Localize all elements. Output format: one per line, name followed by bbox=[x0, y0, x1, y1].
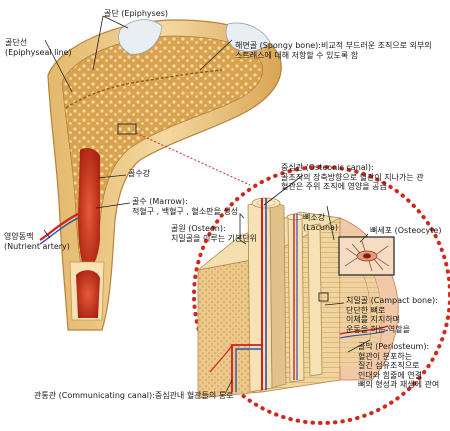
osteocyte-text: 뼈세포 (Osteocyte) bbox=[370, 226, 442, 235]
periosteum-desc-4: 뼈의 형성과 재생에 관여 bbox=[358, 380, 440, 389]
long-bone bbox=[39, 19, 282, 331]
communicating-canal-text: 관통관 (Communicating canal):중심관내 혈관들의 통로 bbox=[34, 391, 234, 400]
lacuna-latin: (Lacuna) bbox=[303, 222, 339, 232]
compact-bone-desc-3: 운동을 하는 역할을 bbox=[346, 324, 410, 334]
compact-bone-desc-2: 이체를 지지하며 bbox=[346, 315, 401, 324]
osteocyte-inset bbox=[338, 236, 395, 276]
label-lacuna: 뼈소강 (Lacuna) bbox=[303, 213, 338, 232]
label-epiphyseal-line: 골단선 (Epiphyseal line) bbox=[5, 38, 72, 57]
leader-lines bbox=[43, 15, 371, 395]
lacuna-title: 뼈소강 bbox=[303, 213, 326, 222]
label-spongy-bone: 해면골 (Spongy bone):비교적 부드러운 조직으로 외부의 스트레스… bbox=[235, 41, 432, 60]
epiphyses-label-text: 골단 (Epiphyses) bbox=[104, 9, 169, 18]
nutrient-artery-title: 영양동맥 bbox=[4, 232, 34, 241]
marrow-desc: 적혈구 , 백혈구 , 혈소판을 생성 bbox=[132, 206, 239, 216]
osteon-desc: 치밀골을 이루는 기본단위 bbox=[171, 233, 258, 243]
osteonic-canal-desc-1: 골조직의 장축방향으로 혈관이 지나가는 관 bbox=[281, 172, 424, 182]
label-communicating-canal: 관통관 (Communicating canal):중심관내 혈관들의 통로 bbox=[34, 391, 234, 401]
label-epiphyses: 골단 (Epiphyses) bbox=[104, 9, 168, 19]
epiphyseal-line-latin: (Epiphyseal line) bbox=[5, 47, 72, 57]
label-periosteum: 골막 (Periosteum): 혈관이 분포하는 질긴 섬유조직으로 인대와 … bbox=[358, 342, 439, 390]
label-compact-bone: 치밀골 (Campact bone): 단단한 뼈로 이체를 지지하며 운동을 … bbox=[346, 296, 438, 334]
spongy-bone-title: 해면골 (Spongy bone):비교적 부드러운 조직으로 외부의 bbox=[235, 41, 432, 50]
label-nutrient-artery: 영양동맥 (Nutrient artery) bbox=[4, 232, 70, 251]
label-medullary-cavity: 골수강 bbox=[128, 169, 150, 179]
medullary-cavity-text: 골수강 bbox=[128, 169, 151, 178]
periosteum-desc-3: 인대와 힘줄에 연결 bbox=[358, 370, 422, 380]
compact-bone-title: 치밀골 (Campact bone): bbox=[346, 296, 438, 305]
periosteum-desc-2: 질긴 섬유조직으로 bbox=[358, 361, 420, 370]
periosteum-desc-1: 혈관이 분포하는 bbox=[358, 351, 413, 361]
osteonic-canal-title: 중심관 (Osteonic canal): bbox=[281, 163, 374, 172]
label-osteon: 골원 (Osteon): 치밀골을 이루는 기본단위 bbox=[171, 224, 257, 243]
label-marrow: 골수 (Marrow): 적혈구 , 백혈구 , 혈소판을 생성 bbox=[132, 197, 238, 216]
marrow-title: 골수 (Marrow): bbox=[132, 197, 188, 206]
compact-bone-desc-1: 단단한 뼈로 bbox=[346, 305, 386, 315]
osteonic-canal-desc-2: 혈관은 주위 조직에 영양을 공급 bbox=[281, 182, 387, 191]
label-osteocyte: 뼈세포 (Osteocyte) bbox=[370, 226, 441, 236]
periosteum-title: 골막 (Periosteum): bbox=[358, 342, 430, 351]
label-osteonic-canal: 중심관 (Osteonic canal): 골조직의 장축방향으로 혈관이 지나… bbox=[281, 163, 424, 192]
osteon-title: 골원 (Osteon): bbox=[171, 224, 226, 233]
nutrient-artery-latin: (Nutrient artery) bbox=[4, 241, 70, 251]
spongy-bone-desc: 스트레스에 대해 저항할 수 있도록 함 bbox=[235, 50, 359, 60]
epiphyseal-line-title: 골단선 bbox=[5, 38, 28, 47]
